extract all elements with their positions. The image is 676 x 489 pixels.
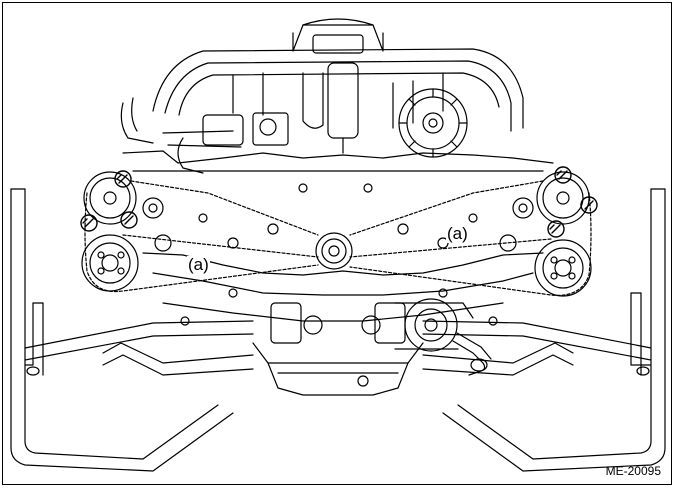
engine-line-drawing [10, 18, 666, 472]
engine-block [122, 150, 554, 344]
left-cam-sprockets [81, 171, 172, 292]
callout-label-left: (a) [187, 255, 210, 274]
oil-pan [252, 342, 424, 396]
callout-label-right: (a) [446, 224, 469, 243]
right-cam-sprockets [499, 171, 592, 297]
right-support-frame [422, 188, 666, 472]
figure-id: ME-20095 [605, 464, 661, 478]
left-support-frame [10, 188, 254, 472]
bolts [180, 183, 498, 326]
timing-mark-icon [80, 166, 598, 238]
water-pump [394, 298, 492, 376]
crank-sprocket [315, 232, 353, 270]
pump-pulley [398, 88, 468, 158]
left-upper-components [120, 97, 289, 174]
diagram-frame: (a) (a) ME-20095 [2, 2, 672, 485]
intake-manifold [152, 18, 524, 154]
